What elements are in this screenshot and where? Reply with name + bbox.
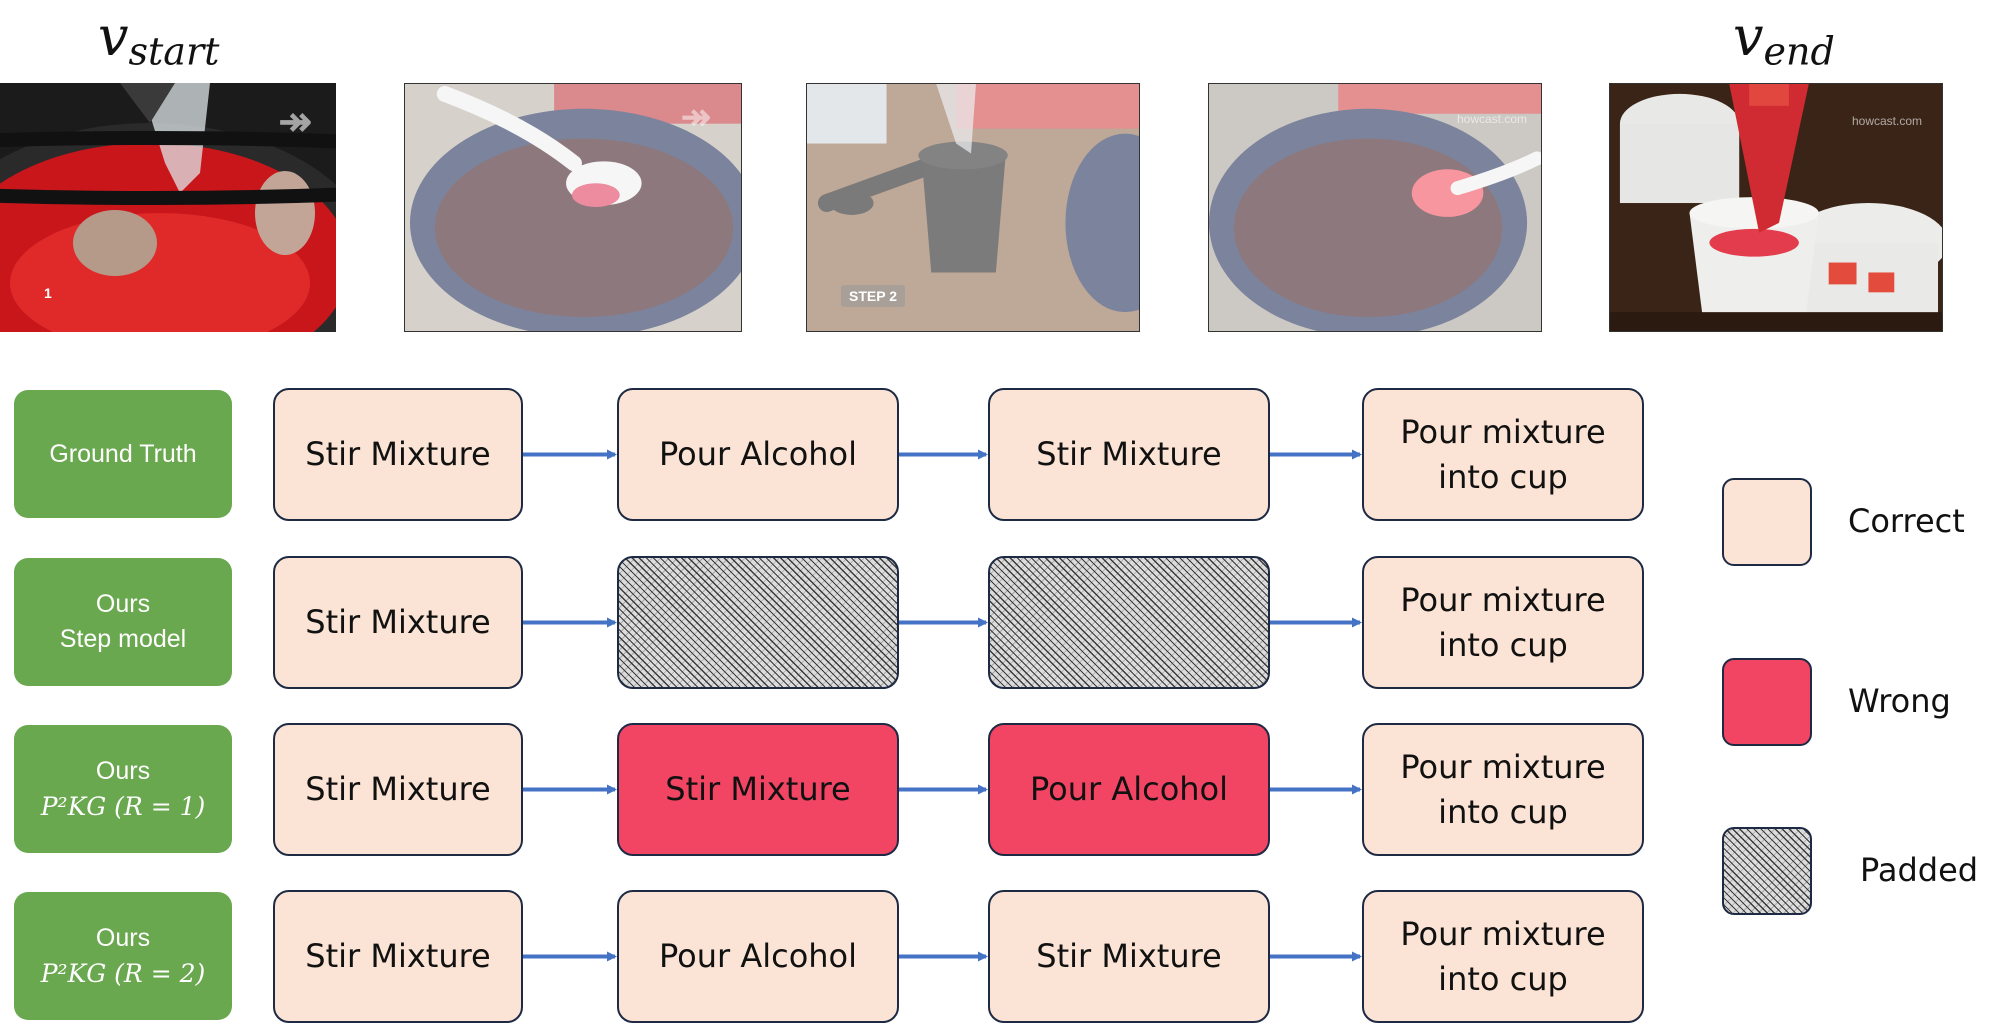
step-label-line: into cup — [1438, 457, 1568, 496]
frame-overlay-mark: ↠ — [278, 100, 312, 144]
row-label-line: Step model — [59, 625, 187, 653]
step-label-line: Stir Mixture — [1036, 435, 1222, 473]
step-label-line: Pour Alcohol — [658, 435, 858, 473]
legend-swatch-correct — [1722, 478, 1812, 566]
step-box-padded — [617, 556, 899, 689]
step-label-line: Stir Mixture — [665, 770, 851, 808]
start-title-subscript: start — [128, 29, 220, 74]
step-box-correct: Stir Mixture — [273, 388, 523, 521]
end-title-subscript: end — [1763, 29, 1835, 74]
row-label-line: Ours — [95, 590, 151, 618]
frame-watermark: howcast.com — [1851, 114, 1922, 128]
video-frame-end: howcast.com — [1609, 83, 1943, 332]
frame-step-badge: STEP 2 — [841, 285, 905, 307]
step-label-line: into cup — [1438, 625, 1568, 664]
step-label-line: Pour Alcohol — [658, 937, 858, 975]
video-frame-2: ↠ — [404, 83, 742, 332]
frame-step-badge: 1 — [44, 285, 52, 301]
step-box-correct: Pour mixture into cup — [1362, 388, 1644, 521]
video-frame-3: STEP 2 — [806, 83, 1140, 332]
step-label-line: Pour mixture — [1400, 914, 1606, 953]
step-box-correct: Pour mixture into cup — [1362, 556, 1644, 689]
end-frame-title: vend — [1733, 10, 1835, 71]
video-frame-4: howcast.com — [1208, 83, 1542, 332]
frame-overlay-mark: ↠ — [680, 96, 711, 137]
row-label-line: Ours — [95, 757, 151, 785]
row-label-line: Ground Truth — [49, 439, 197, 468]
step-label-line: Pour mixture — [1400, 580, 1606, 619]
start-frame-title: vstart — [98, 10, 219, 71]
step-box-correct: Stir Mixture — [988, 388, 1270, 521]
step-box-wrong: Stir Mixture — [617, 723, 899, 856]
row-label-math: P²KG (R = 1) — [40, 792, 206, 821]
legend-swatch-wrong — [1722, 658, 1812, 746]
step-box-correct: Stir Mixture — [273, 890, 523, 1023]
step-label-line: Pour Alcohol — [1029, 770, 1229, 808]
row-label-math: P²KG (R = 2) — [40, 959, 206, 988]
legend-label-padded: Padded — [1860, 851, 1979, 889]
legend-swatch-padded — [1722, 827, 1812, 915]
step-label-line: Stir Mixture — [1036, 937, 1222, 975]
start-title-symbol: v — [98, 5, 129, 68]
step-label-line: Stir Mixture — [305, 435, 491, 473]
row-label-line: Ours — [95, 924, 151, 952]
step-label-line: into cup — [1438, 959, 1568, 998]
step-label-line: Stir Mixture — [305, 603, 491, 641]
legend-label-correct: Correct — [1848, 502, 1965, 540]
video-frame-start: ↠ 1 — [0, 83, 336, 332]
frame-watermark: howcast.com — [1456, 112, 1527, 126]
legend-label-wrong: Wrong — [1848, 682, 1951, 720]
step-box-correct: Stir Mixture — [273, 556, 523, 689]
step-label-line: Stir Mixture — [305, 937, 491, 975]
step-label-line: into cup — [1438, 792, 1568, 831]
step-box-wrong: Pour Alcohol — [988, 723, 1270, 856]
step-label-line: Stir Mixture — [305, 770, 491, 808]
step-box-correct: Stir Mixture — [273, 723, 523, 856]
step-box-correct: Pour mixture into cup — [1362, 890, 1644, 1023]
row-label: Ground Truth — [14, 390, 232, 518]
step-label-line: Pour mixture — [1400, 412, 1606, 451]
step-box-correct: Stir Mixture — [988, 890, 1270, 1023]
end-title-symbol: v — [1733, 5, 1764, 68]
step-label-line: Pour mixture — [1400, 747, 1606, 786]
step-box-correct: Pour mixture into cup — [1362, 723, 1644, 856]
step-box-correct: Pour Alcohol — [617, 388, 899, 521]
step-box-padded — [988, 556, 1270, 689]
step-box-correct: Pour Alcohol — [617, 890, 899, 1023]
